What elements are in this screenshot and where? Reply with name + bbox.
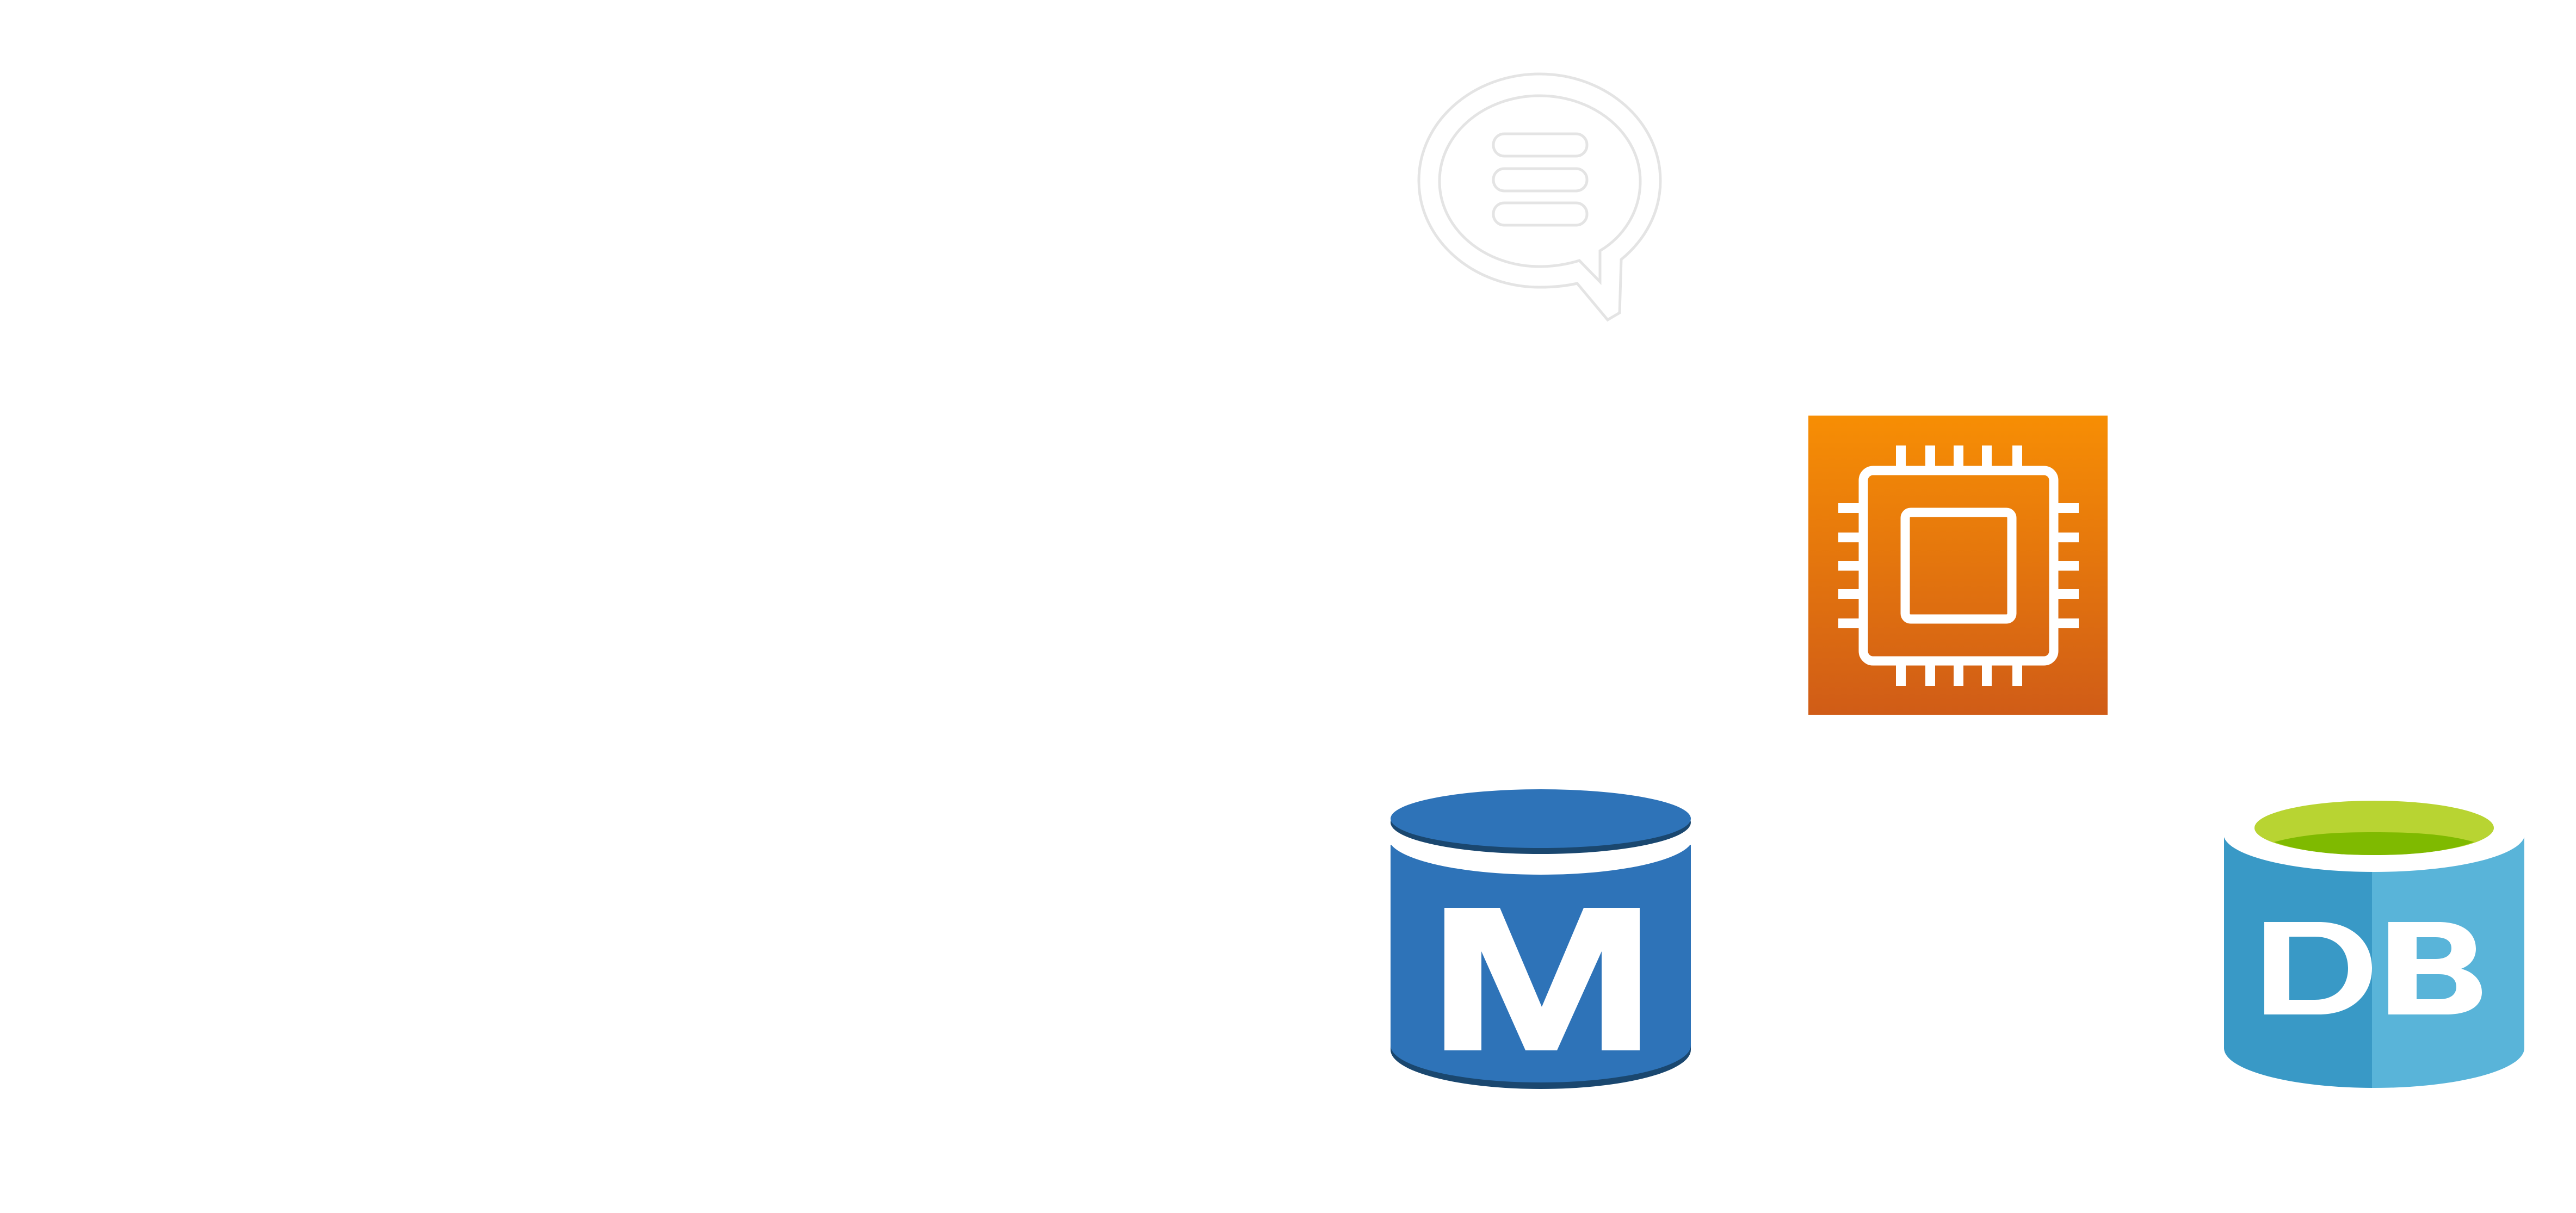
chip-pin bbox=[1925, 664, 1935, 686]
chip-pin bbox=[1982, 664, 1992, 686]
db-cylinder-body-left bbox=[2224, 834, 2372, 1088]
chip-body bbox=[1858, 466, 2059, 666]
db-letter-d bbox=[2264, 922, 2372, 1014]
chip-pins bbox=[1838, 445, 2079, 686]
cpu-chip-icon[interactable] bbox=[1808, 416, 2108, 715]
chip-pin bbox=[1838, 561, 1860, 571]
chip-pin bbox=[1838, 533, 1860, 542]
chip-pin bbox=[2057, 561, 2079, 571]
m-cylinder-lid bbox=[1391, 789, 1691, 848]
speech-bubble-line-2 bbox=[1492, 167, 1589, 193]
chip-pin bbox=[1954, 664, 1963, 686]
chip-pin bbox=[2057, 618, 2079, 628]
chip-glyph bbox=[1858, 466, 2059, 666]
database-db-icon[interactable]: DB bbox=[2223, 796, 2525, 1088]
db-cylinder-top-inner bbox=[2274, 832, 2474, 855]
chip-pin bbox=[1982, 445, 1992, 467]
speech-bubble-line-1 bbox=[1492, 132, 1589, 158]
chip-pin bbox=[1925, 445, 1935, 467]
chip-pin bbox=[2057, 533, 2079, 542]
chip-pin bbox=[2057, 503, 2079, 513]
m-letter bbox=[1444, 908, 1640, 1050]
db-letter-b bbox=[2388, 922, 2482, 1014]
chip-pin bbox=[1954, 445, 1963, 467]
chip-pin bbox=[1896, 664, 1906, 686]
chip-pin bbox=[2057, 589, 2079, 599]
chip-pin bbox=[2012, 664, 2022, 686]
speech-bubble-icon[interactable] bbox=[1417, 72, 1662, 322]
chip-pin bbox=[1838, 618, 1860, 628]
chip-pin bbox=[1896, 445, 1906, 467]
chip-core bbox=[1900, 508, 2017, 624]
database-m-icon[interactable]: M bbox=[1388, 789, 1693, 1089]
speech-bubble-line-3 bbox=[1492, 201, 1589, 227]
chip-pin bbox=[2012, 445, 2022, 467]
chip-pin bbox=[1838, 503, 1860, 513]
chip-pin bbox=[1838, 589, 1860, 599]
